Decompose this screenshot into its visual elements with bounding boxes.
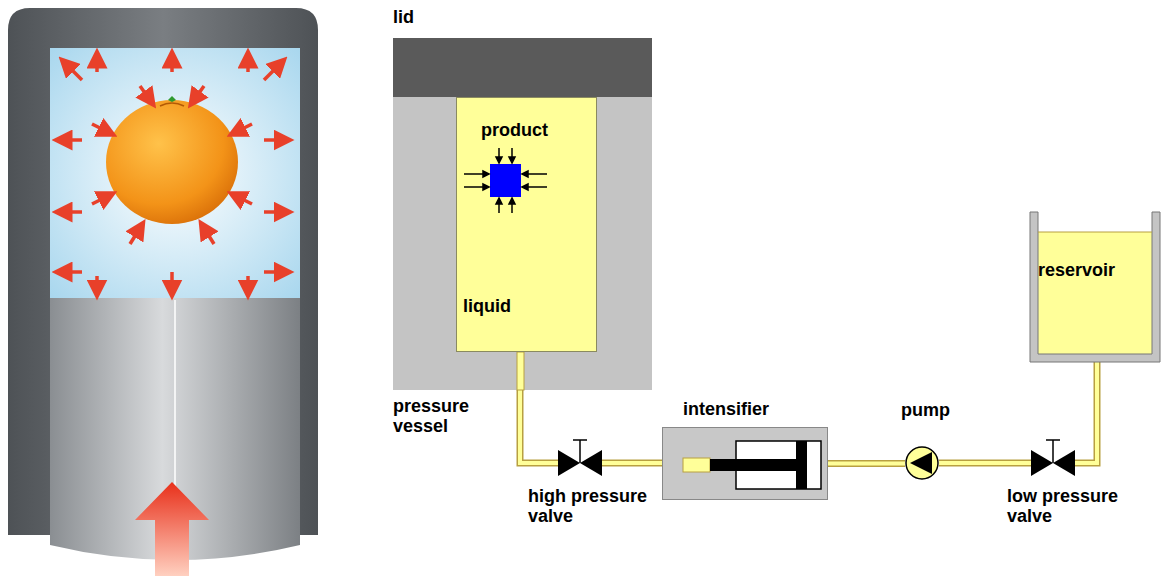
pipe-fluid	[828, 462, 905, 466]
lid-plate: lid	[393, 38, 652, 97]
pipe-fluid	[1075, 362, 1097, 463]
orange-stem	[168, 96, 176, 102]
pipe	[1075, 362, 1097, 463]
reservoir-shape	[1030, 212, 1160, 362]
liquid-chamber: liquid product	[456, 97, 597, 352]
node-label: high pressure valve	[528, 486, 658, 526]
node-label: product	[481, 120, 548, 140]
low-pressure-valve-shape	[1031, 450, 1075, 476]
force-arrow	[135, 482, 209, 576]
high-pressure-valve-shape	[558, 450, 602, 476]
pipe	[939, 463, 1031, 464]
product-sample-shape	[490, 164, 521, 197]
node-label: lid	[393, 7, 414, 27]
orange-stem-crease	[160, 103, 184, 106]
pipe	[828, 463, 905, 464]
intensifier-shape	[663, 428, 827, 499]
intensifier: intensifier	[662, 427, 828, 500]
pressure-medium	[50, 48, 300, 298]
pipe-wall	[602, 460, 662, 467]
reservoir: reservoir	[1030, 212, 1160, 362]
node-label: liquid	[463, 296, 511, 316]
node-label: low pressure valve	[1007, 486, 1137, 526]
product-sample: product	[490, 164, 521, 197]
orange	[106, 100, 238, 224]
pipe-fluid	[939, 461, 1031, 465]
pump-shape	[905, 446, 939, 480]
node-label: intensifier	[683, 399, 769, 419]
pump: pump	[905, 446, 939, 480]
high-pressure-valve: high pressure valve	[558, 450, 602, 476]
low-pressure-valve: low pressure valve	[1031, 450, 1075, 476]
pipe	[602, 463, 662, 464]
pipe-wall	[828, 460, 905, 467]
pipe-fluid	[602, 461, 662, 465]
node-label: pump	[901, 400, 950, 420]
pressure-arrows	[62, 58, 284, 290]
node-label: pressure vessel	[393, 396, 493, 436]
node-label: reservoir	[1038, 260, 1115, 280]
pipe-wall	[939, 460, 1031, 467]
pressure-vessel: pressure vesselliquidproduct	[393, 97, 652, 390]
hpp-illustration	[0, 0, 330, 579]
pipe-wall	[1075, 362, 1097, 463]
